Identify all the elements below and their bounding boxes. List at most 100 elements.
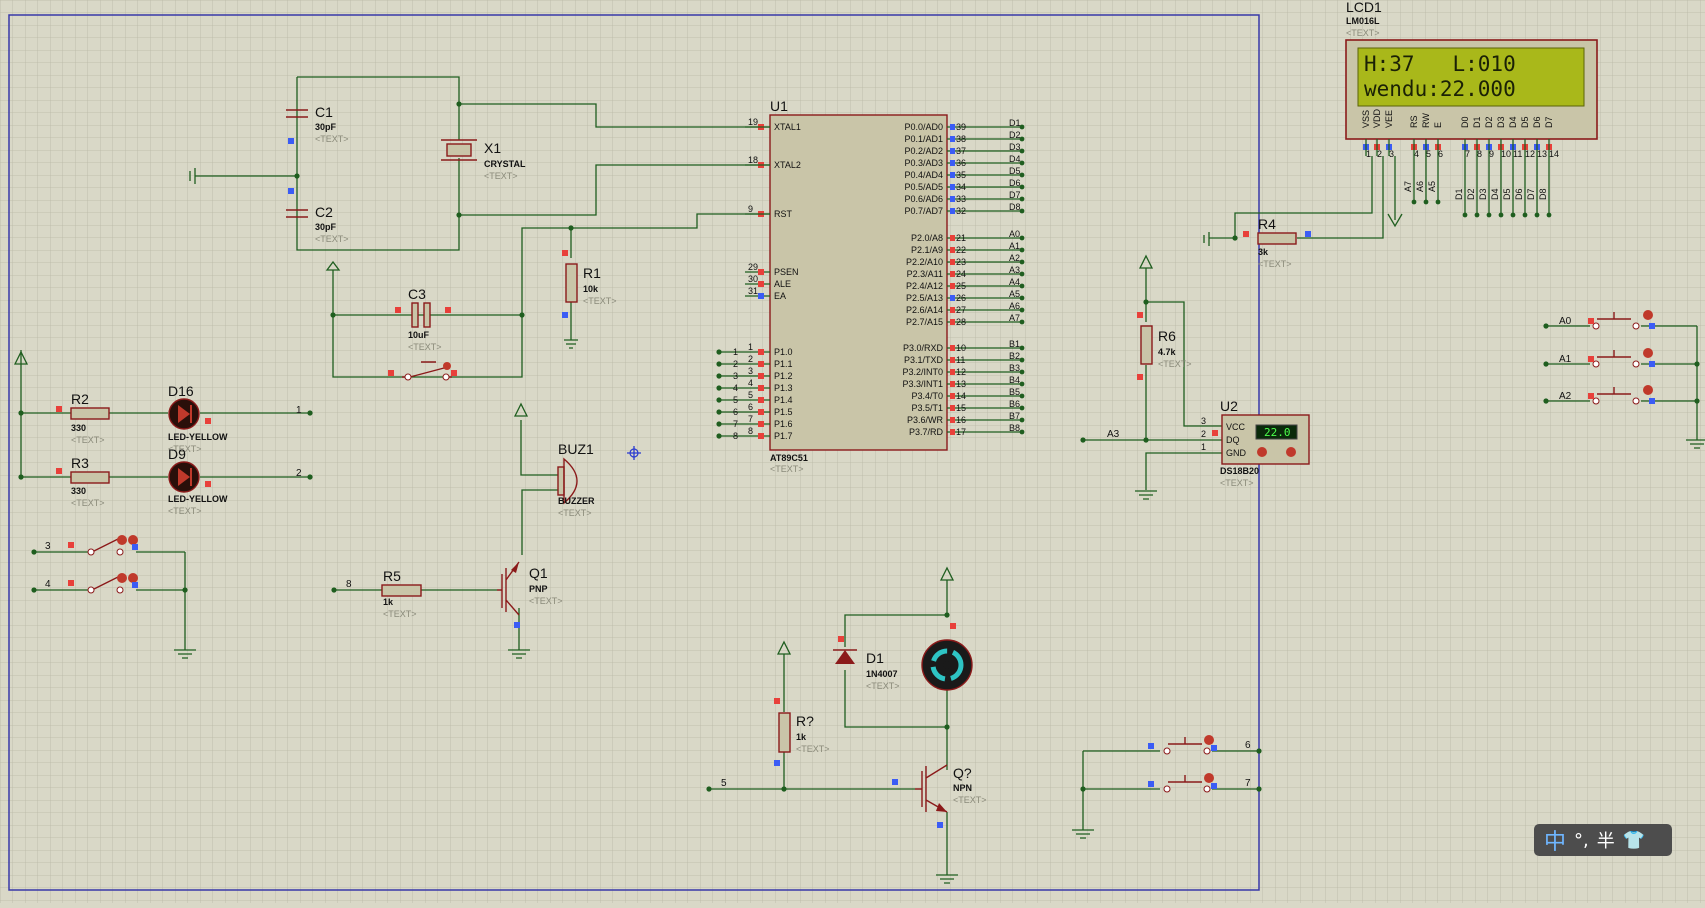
- d16-ref: D16: [168, 383, 194, 399]
- pin-marker: [758, 281, 764, 287]
- lcd-pin-name: D5: [1520, 116, 1530, 128]
- resistor-r4[interactable]: R4 3k <TEXT>: [1243, 216, 1311, 269]
- mcu-part: AT89C51: [770, 453, 808, 463]
- mcu-u1[interactable]: U1 AT89C51 <TEXT> XTAL119XTAL218RST9PSEN…: [716, 98, 1025, 474]
- resistor-r1[interactable]: R1 10k <TEXT>: [562, 250, 617, 318]
- transistor-q1[interactable]: Q1 PNP <TEXT>: [497, 561, 563, 628]
- mcu-net-label: D6: [1009, 178, 1021, 188]
- lcd-data-net: D1: [1454, 188, 1464, 200]
- q1-ref: Q1: [529, 565, 548, 581]
- mcu-pin-name: P2.4/A12: [906, 281, 943, 291]
- lcd-ctrl-net: A5: [1427, 181, 1437, 192]
- button-7[interactable]: 7: [1083, 773, 1262, 793]
- led-d9[interactable]: D9 LED-YELLOW <TEXT>: [168, 446, 228, 516]
- c2-val: 30pF: [315, 222, 337, 232]
- mcu-pin-num: 32: [956, 206, 966, 216]
- switch-3[interactable]: 3: [31, 535, 185, 556]
- c2-text: <TEXT>: [315, 234, 349, 244]
- lcd-part: LM016L: [1346, 16, 1380, 26]
- lcd-ctrl-net: A7: [1403, 181, 1413, 192]
- pin-marker: [950, 160, 955, 166]
- junction-dot: [1019, 283, 1025, 289]
- button-a1[interactable]: A1: [1543, 348, 1697, 368]
- pin-marker: [950, 345, 955, 351]
- resistor-r6[interactable]: R6 4.7k <TEXT>: [1137, 312, 1192, 380]
- mcu-pin-num: 39: [956, 122, 966, 132]
- shirt-icon[interactable]: 👕: [1622, 829, 1646, 851]
- mcu-net-label: B3: [1009, 363, 1020, 373]
- mcu-pin-name: P0.5/AD5: [904, 182, 943, 192]
- lcd-data-net: D5: [1502, 188, 1512, 200]
- crystal-x1[interactable]: X1 CRYSTAL <TEXT>: [441, 139, 526, 181]
- pin-marker: [758, 409, 764, 415]
- u2-down-button[interactable]: [1257, 447, 1267, 457]
- junction-dot: [1019, 295, 1025, 301]
- junction-dot: [1019, 381, 1025, 387]
- junction-dot: [1019, 259, 1025, 265]
- lcd-pin-num: 2: [1377, 149, 1382, 159]
- net-label-a1: A1: [1559, 354, 1572, 365]
- sensor-u2[interactable]: U2 VCC DQ GND 3 2 1 22.0 DS18B20 <TEXT>: [1201, 398, 1310, 488]
- lcd-pin-num: 11: [1513, 149, 1522, 159]
- mcu-net-label: B7: [1009, 411, 1020, 421]
- button-a2[interactable]: A2: [1543, 385, 1697, 405]
- r1-val: 10k: [583, 284, 599, 294]
- capacitor-c1[interactable]: C1 30pF <TEXT>: [286, 104, 349, 144]
- led-d16[interactable]: D16 LED-YELLOW <TEXT>: [168, 383, 228, 454]
- mcu-pin-name: P3.2/INT0: [902, 367, 943, 377]
- junction-dot: [1019, 417, 1025, 423]
- capacitor-c2[interactable]: C2 30pF <TEXT>: [286, 188, 349, 244]
- buz1-text: <TEXT>: [558, 508, 592, 518]
- pin-marker: [950, 172, 955, 178]
- mcu-net-label: A2: [1009, 253, 1020, 263]
- r6-val: 4.7k: [1158, 347, 1177, 357]
- c3-text: <TEXT>: [408, 342, 442, 352]
- p1-net-label: 4: [733, 383, 738, 393]
- junction-dot: [1474, 212, 1480, 218]
- net-label-a3: A3: [1107, 429, 1120, 440]
- buzzer-buz1[interactable]: BUZ1 BUZZER <TEXT>: [557, 441, 595, 518]
- pin-marker: [758, 373, 764, 379]
- pin-marker: [950, 235, 955, 241]
- r1-text: <TEXT>: [583, 296, 617, 306]
- reset-button[interactable]: [388, 361, 457, 381]
- lcd-pin-num: 8: [1477, 149, 1482, 159]
- mcu-pin-name: P1.6: [774, 419, 793, 429]
- junction-dot: [716, 433, 722, 439]
- button-a0[interactable]: A0: [1543, 310, 1697, 330]
- mcu-pin-num: 33: [956, 194, 966, 204]
- ime-punct-toggle[interactable]: °,: [1574, 829, 1589, 851]
- ime-width-toggle[interactable]: 半: [1596, 831, 1615, 852]
- resistor-r3[interactable]: R3 330 <TEXT>: [56, 455, 110, 508]
- mcu-pin-num: 29: [748, 262, 758, 272]
- dc-motor[interactable]: [921, 623, 973, 691]
- c1-text: <TEXT>: [315, 134, 349, 144]
- transistor-qq[interactable]: Q? NPN <TEXT>: [892, 764, 987, 828]
- switch-4[interactable]: 4: [31, 573, 185, 594]
- ime-toolbar[interactable]: 中 °, 半 👕: [1534, 824, 1672, 856]
- resistor-rq[interactable]: R? 1k <TEXT>: [774, 698, 830, 766]
- mcu-pin-name: P2.1/A9: [911, 245, 943, 255]
- button-6[interactable]: 6: [1083, 735, 1262, 755]
- u2-up-button[interactable]: [1286, 447, 1296, 457]
- mcu-pin-name: P1.3: [774, 383, 793, 393]
- mcu-text: <TEXT>: [770, 464, 804, 474]
- lcd-lcd1[interactable]: LCD1 LM016L <TEXT> H:37 L:010 wendu:22.0…: [1345, 0, 1598, 218]
- pin-marker: [950, 381, 955, 387]
- p1-net-label: 2: [733, 359, 738, 369]
- resistor-r2[interactable]: R2 330 <TEXT>: [56, 391, 110, 445]
- diode-d1[interactable]: D1 1N4007 <TEXT>: [833, 636, 900, 691]
- d1-ref: D1: [866, 650, 884, 666]
- mcu-pin-name: P1.0: [774, 347, 793, 357]
- resistor-r5[interactable]: R5 1k <TEXT>: [381, 568, 422, 619]
- ime-lang-toggle[interactable]: 中: [1544, 830, 1567, 855]
- mcu-net-label: D2: [1009, 130, 1021, 140]
- junction-dot: [1019, 136, 1025, 142]
- capacitor-c3[interactable]: C3 10uF <TEXT>: [395, 286, 451, 352]
- u2-pin-vcc: VCC: [1226, 422, 1246, 432]
- d9-ref: D9: [168, 446, 186, 462]
- junction-dot: [1019, 369, 1025, 375]
- pin-marker: [950, 184, 955, 190]
- pin-marker: [950, 295, 955, 301]
